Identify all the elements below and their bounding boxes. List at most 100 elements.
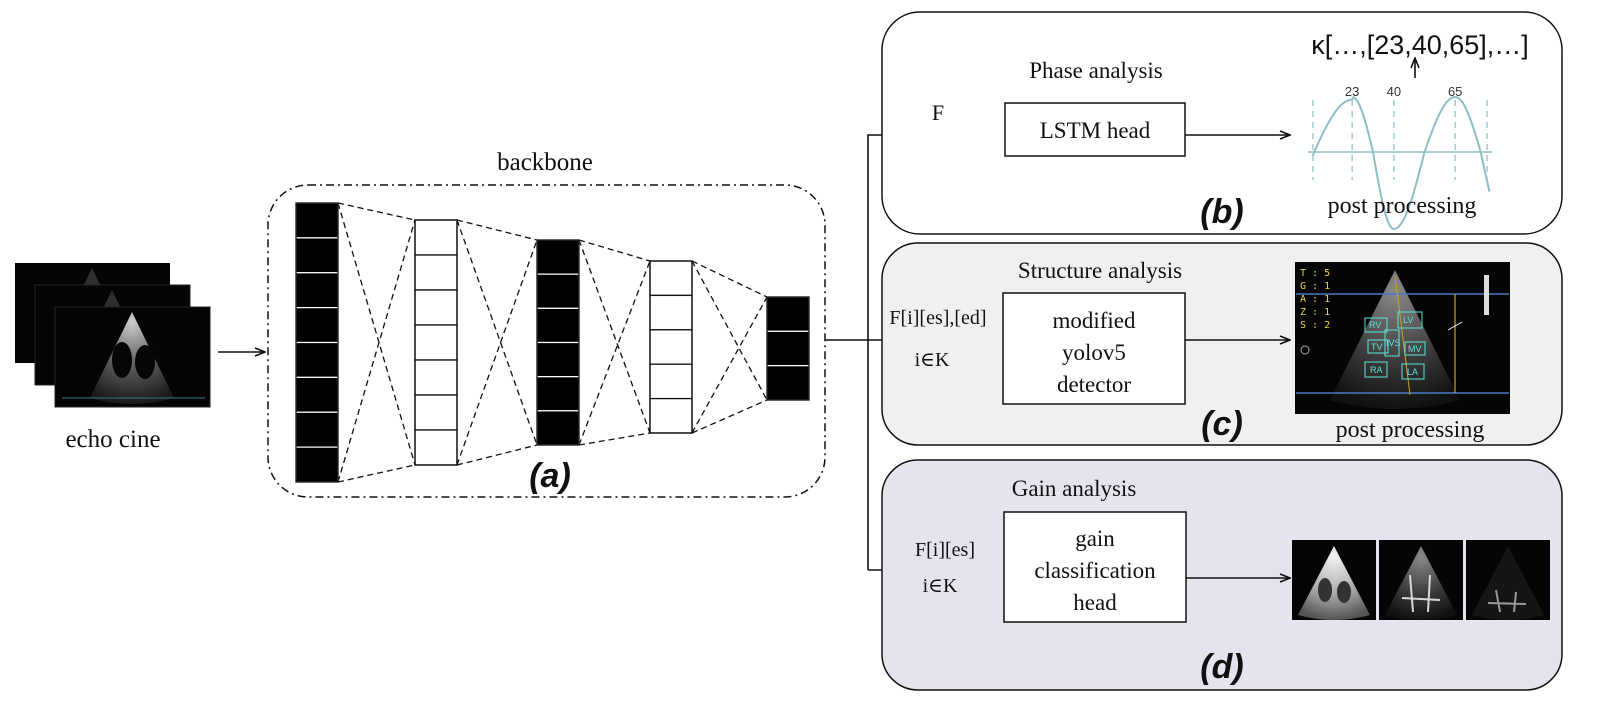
- detector-line-1: modified: [1052, 308, 1136, 333]
- panel-phase-analysis: Phase analysis F LSTM head κ[…,[23,40,65…: [881, 11, 1563, 235]
- structure-detection-image: RV LV TV MV IVS RA LA T : 5 G : 1 A : 1 …: [1295, 262, 1510, 414]
- layer-4-cell-1: [766, 330, 810, 367]
- panel-gain-analysis: Gain analysis F[i][es] i∈K gain classifi…: [881, 459, 1563, 691]
- layer-connection-0-0: [337, 202, 416, 221]
- layer-3-cell-4: [649, 397, 693, 434]
- phase-curve: [1311, 95, 1491, 231]
- layer-0-outline: [295, 202, 339, 483]
- layer-1-cell-5: [414, 394, 458, 431]
- panel-label-b: (b): [1200, 193, 1243, 231]
- gain-head-line-2: classification: [1034, 558, 1156, 583]
- layer-connection-3-2: [691, 260, 768, 401]
- chamber-label-lv: LV: [1403, 315, 1413, 325]
- panel-label-c: (c): [1201, 405, 1243, 443]
- layer-0-cell-6: [295, 411, 339, 448]
- layer-connection-0-3: [337, 219, 416, 483]
- detection-sector: [1330, 270, 1460, 409]
- chamber-label-tv: TV: [1371, 342, 1383, 352]
- layer-connection-2-1: [578, 432, 651, 446]
- panel-label-a: (a): [529, 457, 571, 495]
- layer-connection-0-1: [337, 464, 416, 483]
- backbone-network: [295, 202, 810, 483]
- detector-line-3: detector: [1057, 372, 1131, 397]
- layer-connection-0-2: [337, 202, 416, 466]
- structure-output-label: post processing: [1336, 417, 1485, 443]
- gain-head-line-3: head: [1073, 590, 1117, 615]
- gain-example-images: [1292, 540, 1550, 620]
- phase-marker-label-65: 65: [1448, 84, 1462, 99]
- layer-connection-2-3: [578, 260, 651, 446]
- phase-marker-label-23: 23: [1345, 84, 1359, 99]
- chamber-boxes: [1364, 311, 1426, 380]
- overlay-param-z: Z : 1: [1300, 307, 1330, 318]
- layer-connection-3-3: [691, 296, 768, 434]
- chamber-label-rv: RV: [1369, 320, 1381, 330]
- phase-marker-label-40: 40: [1387, 84, 1401, 99]
- gain-input-label-1: F[i][es]: [915, 539, 975, 561]
- layer-3-cell-0: [649, 260, 693, 297]
- chamber-label-la: LA: [1407, 367, 1418, 377]
- echo-sector: [90, 312, 174, 404]
- lstm-head-box: [1004, 102, 1186, 157]
- phase-title: Phase analysis: [1029, 58, 1163, 83]
- overlay-param-a: A : 1: [1300, 294, 1330, 305]
- layer-0-cell-0: [295, 202, 339, 239]
- chamber-label-ivs: IVS: [1386, 338, 1401, 348]
- layer-1-cell-6: [414, 429, 458, 466]
- layer-connection-3-1: [691, 399, 768, 434]
- phase-input-label: F: [932, 100, 944, 125]
- layer-0-cell-7: [295, 446, 339, 483]
- layer-2-cell-3: [536, 341, 580, 378]
- layer-0-cell-4: [295, 341, 339, 378]
- layer-connection-2-0: [578, 239, 651, 262]
- layer-connection-1-2: [456, 219, 538, 446]
- detector-line-2: yolov5: [1062, 340, 1126, 365]
- overlay-param-g: G : 1: [1300, 281, 1330, 292]
- echo-cine-stack: [15, 263, 211, 408]
- gain-classification-box: [1003, 511, 1187, 623]
- phase-curve-plot: 23 40 65: [1308, 84, 1492, 231]
- layer-0-cell-3: [295, 307, 339, 344]
- layer-0-cell-5: [295, 376, 339, 413]
- layer-2-cell-4: [536, 376, 580, 412]
- overlay-param-t: T : 5: [1300, 268, 1330, 279]
- layer-3-outline: [649, 260, 693, 434]
- layer-1-cell-1: [414, 254, 458, 291]
- overlay-param-s: S : 2: [1300, 320, 1330, 331]
- layer-1-cell-2: [414, 289, 458, 326]
- layer-4-outline: [766, 296, 810, 401]
- layer-2-cell-1: [536, 273, 580, 309]
- chamber-label-mv: MV: [1408, 344, 1422, 354]
- echo-cine-label: echo cine: [65, 426, 160, 453]
- gain-input-label-2: i∈K: [923, 575, 958, 597]
- panel-b-frame: [881, 11, 1563, 235]
- structure-title: Structure analysis: [1018, 258, 1182, 283]
- layer-2-cell-0: [536, 239, 580, 275]
- layer-1-outline: [414, 219, 458, 466]
- structure-input-label-2: i∈K: [915, 349, 950, 371]
- layer-3-cell-1: [649, 294, 693, 331]
- gain-head-line-1: gain: [1075, 526, 1115, 551]
- structure-input-label-1: F[i][es],[ed]: [889, 307, 986, 329]
- layer-connection-1-1: [456, 444, 538, 466]
- layer-3-cell-3: [649, 363, 693, 400]
- layer-3-cell-2: [649, 329, 693, 365]
- layer-1-cell-4: [414, 359, 458, 396]
- layer-0-cell-1: [295, 237, 339, 274]
- grayscale-bar: [1484, 275, 1489, 315]
- layer-0-cell-2: [295, 272, 339, 309]
- layer-connection-3-0: [691, 260, 768, 298]
- layer-connection-1-0: [456, 219, 538, 241]
- phase-output-label: post processing: [1328, 193, 1477, 219]
- panel-label-d: (d): [1200, 648, 1243, 686]
- layer-2-cell-2: [536, 307, 580, 344]
- lstm-head-label: LSTM head: [1040, 118, 1151, 143]
- layer-1-cell-3: [414, 324, 458, 361]
- chamber-label-ra: RA: [1370, 365, 1383, 375]
- layer-connection-1-3: [456, 239, 538, 466]
- layer-1-cell-0: [414, 219, 458, 256]
- backbone-title: backbone: [497, 149, 593, 176]
- layer-connection-2-2: [578, 239, 651, 434]
- gain-title: Gain analysis: [1012, 476, 1137, 501]
